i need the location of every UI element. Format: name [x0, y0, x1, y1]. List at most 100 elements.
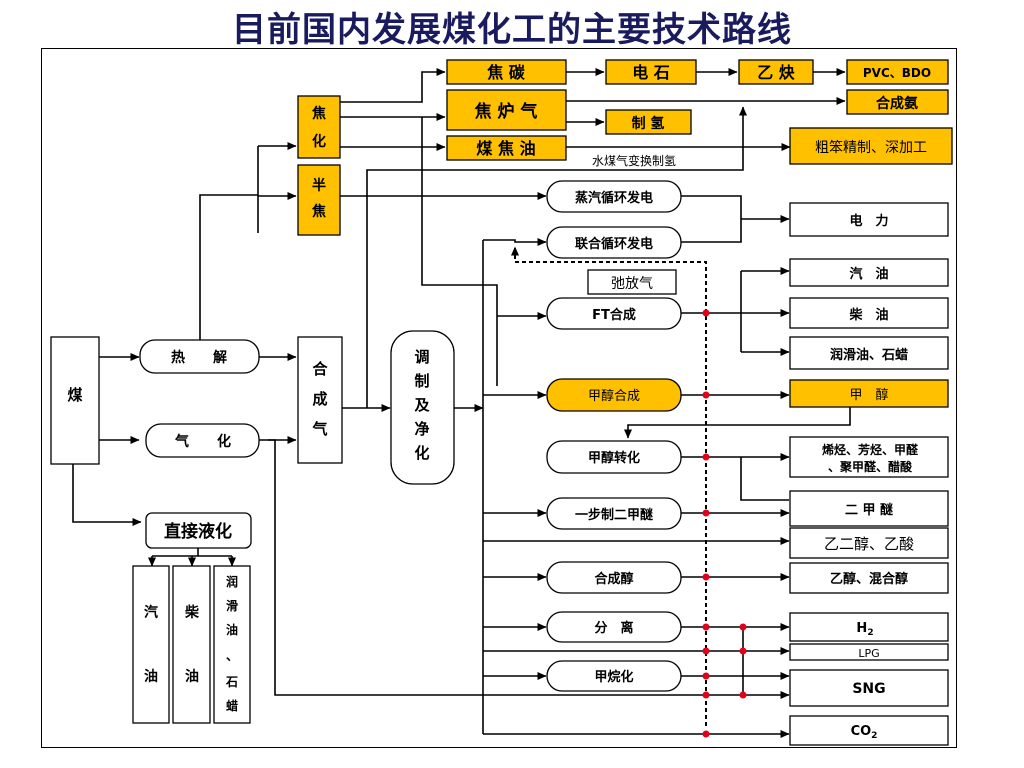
- svg-text:电 石: 电 石: [632, 63, 670, 82]
- coal-tar-node: 煤 焦 油: [446, 135, 567, 161]
- semi-coke-node: 半 焦: [297, 164, 341, 236]
- svg-text:柴: 柴: [184, 604, 200, 621]
- dl-gasoline-node: 汽 油: [132, 565, 170, 724]
- connectors: [72, 68, 851, 738]
- lube-wax-node: 润滑油、石蜡: [789, 336, 949, 370]
- svg-text:半: 半: [312, 177, 326, 194]
- svg-text:净: 净: [414, 420, 429, 438]
- methanation-node: 甲烷化: [546, 660, 682, 692]
- svg-text:焦: 焦: [311, 105, 326, 122]
- svg-text:制 氢: 制 氢: [632, 115, 665, 132]
- svg-text:热 解: 热 解: [171, 349, 227, 366]
- svg-text:、聚甲醛、醋酸: 、聚甲醛、醋酸: [828, 459, 913, 474]
- methanol-conversion-node: 甲醇转化: [546, 440, 682, 474]
- svg-text:SNG: SNG: [852, 681, 885, 697]
- gasoline-node: 汽 油: [789, 258, 949, 287]
- svg-text:煤: 煤: [67, 386, 82, 404]
- svg-text:焦: 焦: [311, 203, 326, 220]
- ft-synthesis-node: FT合成: [546, 297, 682, 330]
- svg-text:油: 油: [185, 668, 199, 685]
- page-title: 目前国内发展煤化工的主要技术路线: [232, 10, 792, 50]
- steam-cycle-node: 蒸汽循环发电: [546, 180, 682, 213]
- svg-text:PVC、BDO: PVC、BDO: [863, 66, 931, 80]
- svg-text:甲醇合成: 甲醇合成: [588, 388, 640, 404]
- svg-text:、: 、: [226, 649, 238, 663]
- svg-text:蜡: 蜡: [226, 698, 238, 713]
- svg-text:分 离: 分 离: [594, 620, 633, 636]
- water-gas-shift-label: 水煤气变换制氢: [592, 153, 676, 168]
- glycol-node: 乙二醇、乙酸: [789, 527, 949, 559]
- direct-liquefaction-node: 直接液化: [145, 512, 252, 549]
- gasification-node: 气 化: [145, 423, 260, 458]
- svg-text:二 甲 醚: 二 甲 醚: [845, 502, 894, 518]
- svg-text:联合循环发电: 联合循环发电: [575, 236, 653, 252]
- svg-text:汽: 汽: [144, 604, 158, 621]
- svg-text:油: 油: [144, 668, 158, 685]
- svg-text:化: 化: [312, 133, 326, 150]
- svg-text:LPG: LPG: [858, 647, 879, 660]
- svg-text:蒸汽循环发电: 蒸汽循环发电: [575, 190, 653, 206]
- separation-node: 分 离: [546, 611, 682, 643]
- svg-text:调: 调: [414, 348, 429, 366]
- alcohol-synthesis-node: 合成醇: [546, 561, 682, 594]
- svg-text:FT合成: FT合成: [592, 307, 636, 323]
- svg-text:粗笨精制、深加工: 粗笨精制、深加工: [815, 140, 927, 156]
- purge-gas-label: 弛放气: [587, 269, 677, 295]
- svg-text:乙二醇、乙酸: 乙二醇、乙酸: [824, 535, 914, 553]
- acetylene-node: 乙 炔: [738, 59, 814, 85]
- svg-text:滑: 滑: [226, 598, 238, 613]
- svg-text:煤 焦 油: 煤 焦 油: [476, 139, 535, 158]
- svg-text:气 化: 气 化: [174, 433, 231, 450]
- co2-node: CO2: [789, 715, 949, 746]
- methanol-node: 甲 醇: [789, 379, 949, 408]
- svg-text:甲 醇: 甲 醇: [849, 387, 888, 403]
- methanol-synthesis-node: 甲醇合成: [546, 378, 682, 412]
- coke-oven-gas-node: 焦 炉 气: [446, 89, 567, 131]
- svg-text:汽 油: 汽 油: [849, 266, 888, 282]
- benzene-refining-node: 粗笨精制、深加工: [789, 127, 953, 165]
- svg-text:制: 制: [414, 372, 429, 390]
- svg-text:电 力: 电 力: [849, 213, 888, 229]
- svg-text:及: 及: [414, 396, 430, 414]
- h2-node: H2: [789, 612, 949, 642]
- svg-text:乙 炔: 乙 炔: [757, 63, 795, 82]
- dme-node: 二 甲 醚: [789, 490, 949, 527]
- purification-node: 调 制 及 净 化: [390, 330, 455, 485]
- dme-process-node: 一步制二甲醚: [546, 497, 682, 530]
- svg-text:H2: H2: [856, 621, 873, 638]
- svg-text:弛放气: 弛放气: [611, 276, 653, 292]
- dl-diesel-node: 柴 油: [172, 565, 211, 724]
- hydrogen-production-node: 制 氢: [605, 109, 692, 135]
- coke-node: 焦 碳: [446, 59, 567, 85]
- svg-text:润: 润: [226, 574, 238, 589]
- ethanol-mixed-node: 乙醇、混合醇: [789, 562, 949, 594]
- svg-text:甲醇转化: 甲醇转化: [588, 450, 640, 466]
- svg-text:CO2: CO2: [851, 724, 878, 741]
- svg-text:化: 化: [414, 444, 429, 462]
- svg-text:乙醇、混合醇: 乙醇、混合醇: [830, 571, 908, 587]
- svg-text:成: 成: [312, 390, 327, 408]
- combined-cycle-node: 联合循环发电: [546, 226, 682, 259]
- svg-text:油: 油: [226, 622, 238, 637]
- svg-text:气: 气: [311, 420, 327, 438]
- pyrolysis-node: 热 解: [139, 339, 260, 374]
- svg-text:一步制二甲醚: 一步制二甲醚: [575, 507, 654, 523]
- dl-lube-node: 润 滑 油 、 石 蜡: [213, 565, 251, 724]
- lpg-node: LPG: [789, 643, 949, 661]
- svg-text:润滑油、石蜡: 润滑油、石蜡: [830, 347, 908, 363]
- svg-text:合成氨: 合成氨: [876, 95, 918, 112]
- svg-text:合成醇: 合成醇: [594, 571, 633, 587]
- electricity-node: 电 力: [789, 202, 949, 237]
- svg-text:焦 炉 气: 焦 炉 气: [474, 101, 538, 122]
- olefins-node: 烯烃、芳烃、甲醛 、聚甲醛、醋酸: [789, 436, 949, 478]
- purge-gas-lines: [511, 246, 707, 726]
- svg-text:烯烃、芳烃、甲醛: 烯烃、芳烃、甲醛: [822, 442, 919, 457]
- svg-text:柴 油: 柴 油: [848, 307, 888, 323]
- syngas-node: 合 成 气: [297, 336, 343, 464]
- junction-dots: [702, 309, 747, 738]
- calcium-carbide-node: 电 石: [605, 59, 697, 85]
- diesel-node: 柴 油: [789, 297, 949, 329]
- synthetic-ammonia-node: 合成氨: [846, 89, 949, 115]
- svg-text:合: 合: [311, 360, 328, 378]
